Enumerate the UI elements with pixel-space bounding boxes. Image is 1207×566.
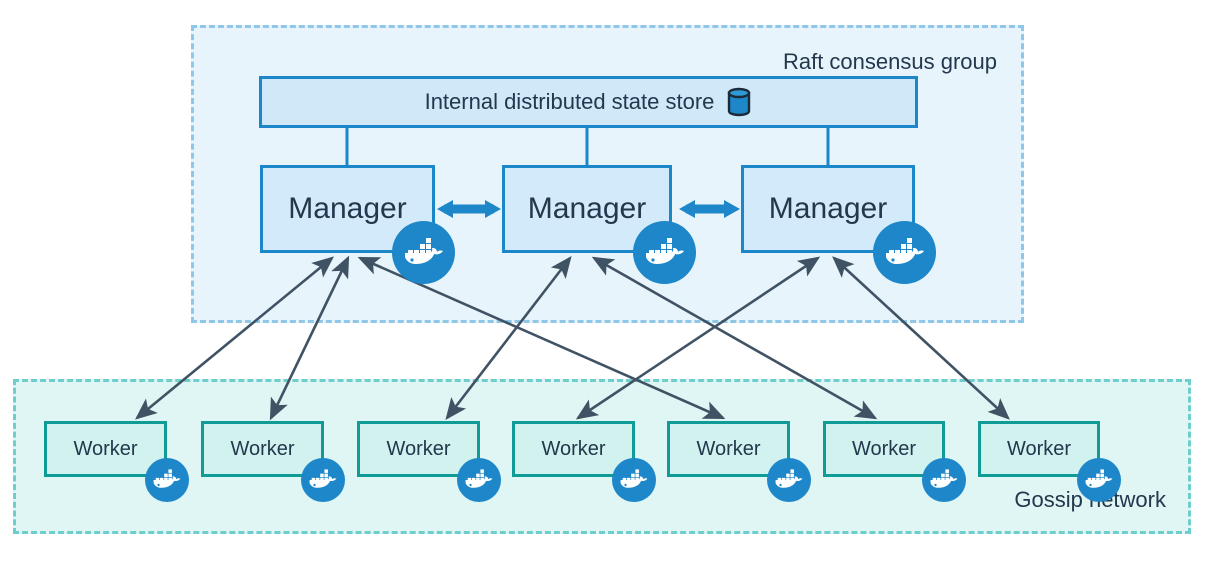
manager-label-2: Manager bbox=[527, 192, 647, 225]
docker-whale-icon-worker-7 bbox=[1077, 458, 1121, 502]
docker-whale-icon-worker-5 bbox=[767, 458, 811, 502]
manager-label-1: Manager bbox=[288, 192, 407, 225]
worker-label-2: Worker bbox=[230, 437, 295, 460]
worker-label-5: Worker bbox=[696, 437, 761, 460]
worker-label-6: Worker bbox=[851, 437, 917, 460]
worker-node-6[interactable]: Worker bbox=[823, 421, 945, 477]
worker-label-1: Worker bbox=[73, 437, 138, 460]
manager-label-3: Manager bbox=[768, 192, 888, 225]
docker-whale-icon-manager-3 bbox=[873, 221, 936, 284]
database-cylinder-icon bbox=[726, 87, 752, 117]
state-store-label: Internal distributed state store bbox=[424, 89, 715, 114]
docker-whale-icon-worker-1 bbox=[145, 458, 189, 502]
worker-label-4: Worker bbox=[541, 437, 606, 460]
docker-whale-icon-manager-2 bbox=[633, 221, 696, 284]
internal-distributed-state-store-node[interactable]: Internal distributed state store bbox=[259, 76, 918, 128]
docker-whale-icon-worker-4 bbox=[612, 458, 656, 502]
docker-whale-icon-worker-3 bbox=[457, 458, 501, 502]
docker-whale-icon-worker-2 bbox=[301, 458, 345, 502]
docker-whale-icon-manager-1 bbox=[392, 221, 455, 284]
worker-label-3: Worker bbox=[386, 437, 451, 460]
worker-label-7: Worker bbox=[1006, 437, 1072, 460]
raft-consensus-group-label: Raft consensus group bbox=[782, 49, 997, 74]
docker-whale-icon-worker-6 bbox=[922, 458, 966, 502]
